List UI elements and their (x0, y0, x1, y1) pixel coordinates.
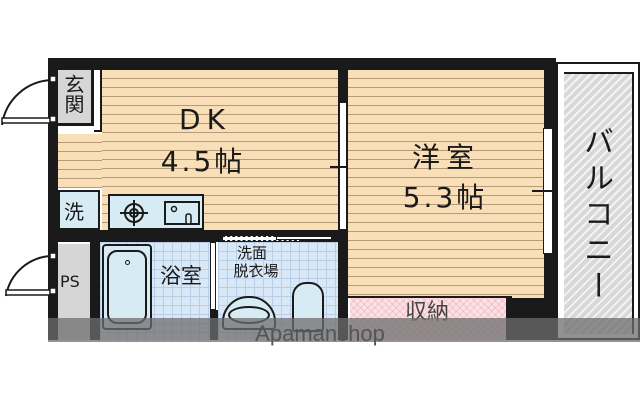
wall-top (48, 58, 556, 70)
window-mark (532, 190, 566, 192)
bathtub-inner (107, 250, 147, 324)
genkan-area: 玄関 (58, 70, 94, 126)
balcony-label: バルコニー (578, 126, 613, 306)
door-mark (330, 166, 356, 168)
room-dk (102, 70, 338, 230)
washroom-label-1: 洗面 (236, 244, 267, 262)
door-swing-icon (5, 252, 57, 297)
washroom-label-2: 脱衣場 (233, 262, 279, 280)
bath-label: 浴室 (160, 264, 202, 288)
genkan-label: 玄関 (61, 74, 85, 114)
balcony-floor (564, 72, 634, 334)
yoshitsu-size: 5.3帖 (402, 181, 488, 214)
wall-left (48, 58, 58, 340)
bathtub (102, 244, 152, 330)
kitchen-counter (108, 194, 204, 230)
stove-and-sink-icon (120, 200, 200, 226)
dk-name: DK (179, 103, 231, 136)
ps-label: PS (60, 272, 80, 291)
door-swing-icon (1, 75, 57, 126)
watermark-text: Apamanshop (255, 321, 385, 346)
genkan-step (94, 70, 102, 132)
ps-wall (90, 242, 100, 340)
washer-label: 洗 (64, 200, 84, 224)
room-yoshitsu (348, 70, 544, 298)
storage-line (348, 296, 512, 298)
balcony: バルコニー (556, 62, 640, 340)
drain-icon (125, 260, 130, 265)
washroom-door-rail (276, 236, 332, 240)
entry-door[interactable] (0, 70, 58, 126)
bath-door[interactable] (210, 242, 216, 310)
watermark-band (48, 318, 640, 342)
ps-door[interactable] (0, 250, 58, 300)
washing-machine-space: 洗 (58, 190, 100, 230)
dk-size: 4.5帖 (160, 145, 246, 178)
room-dk-lower (58, 134, 102, 188)
yoshitsu-name: 洋室 (411, 141, 480, 174)
